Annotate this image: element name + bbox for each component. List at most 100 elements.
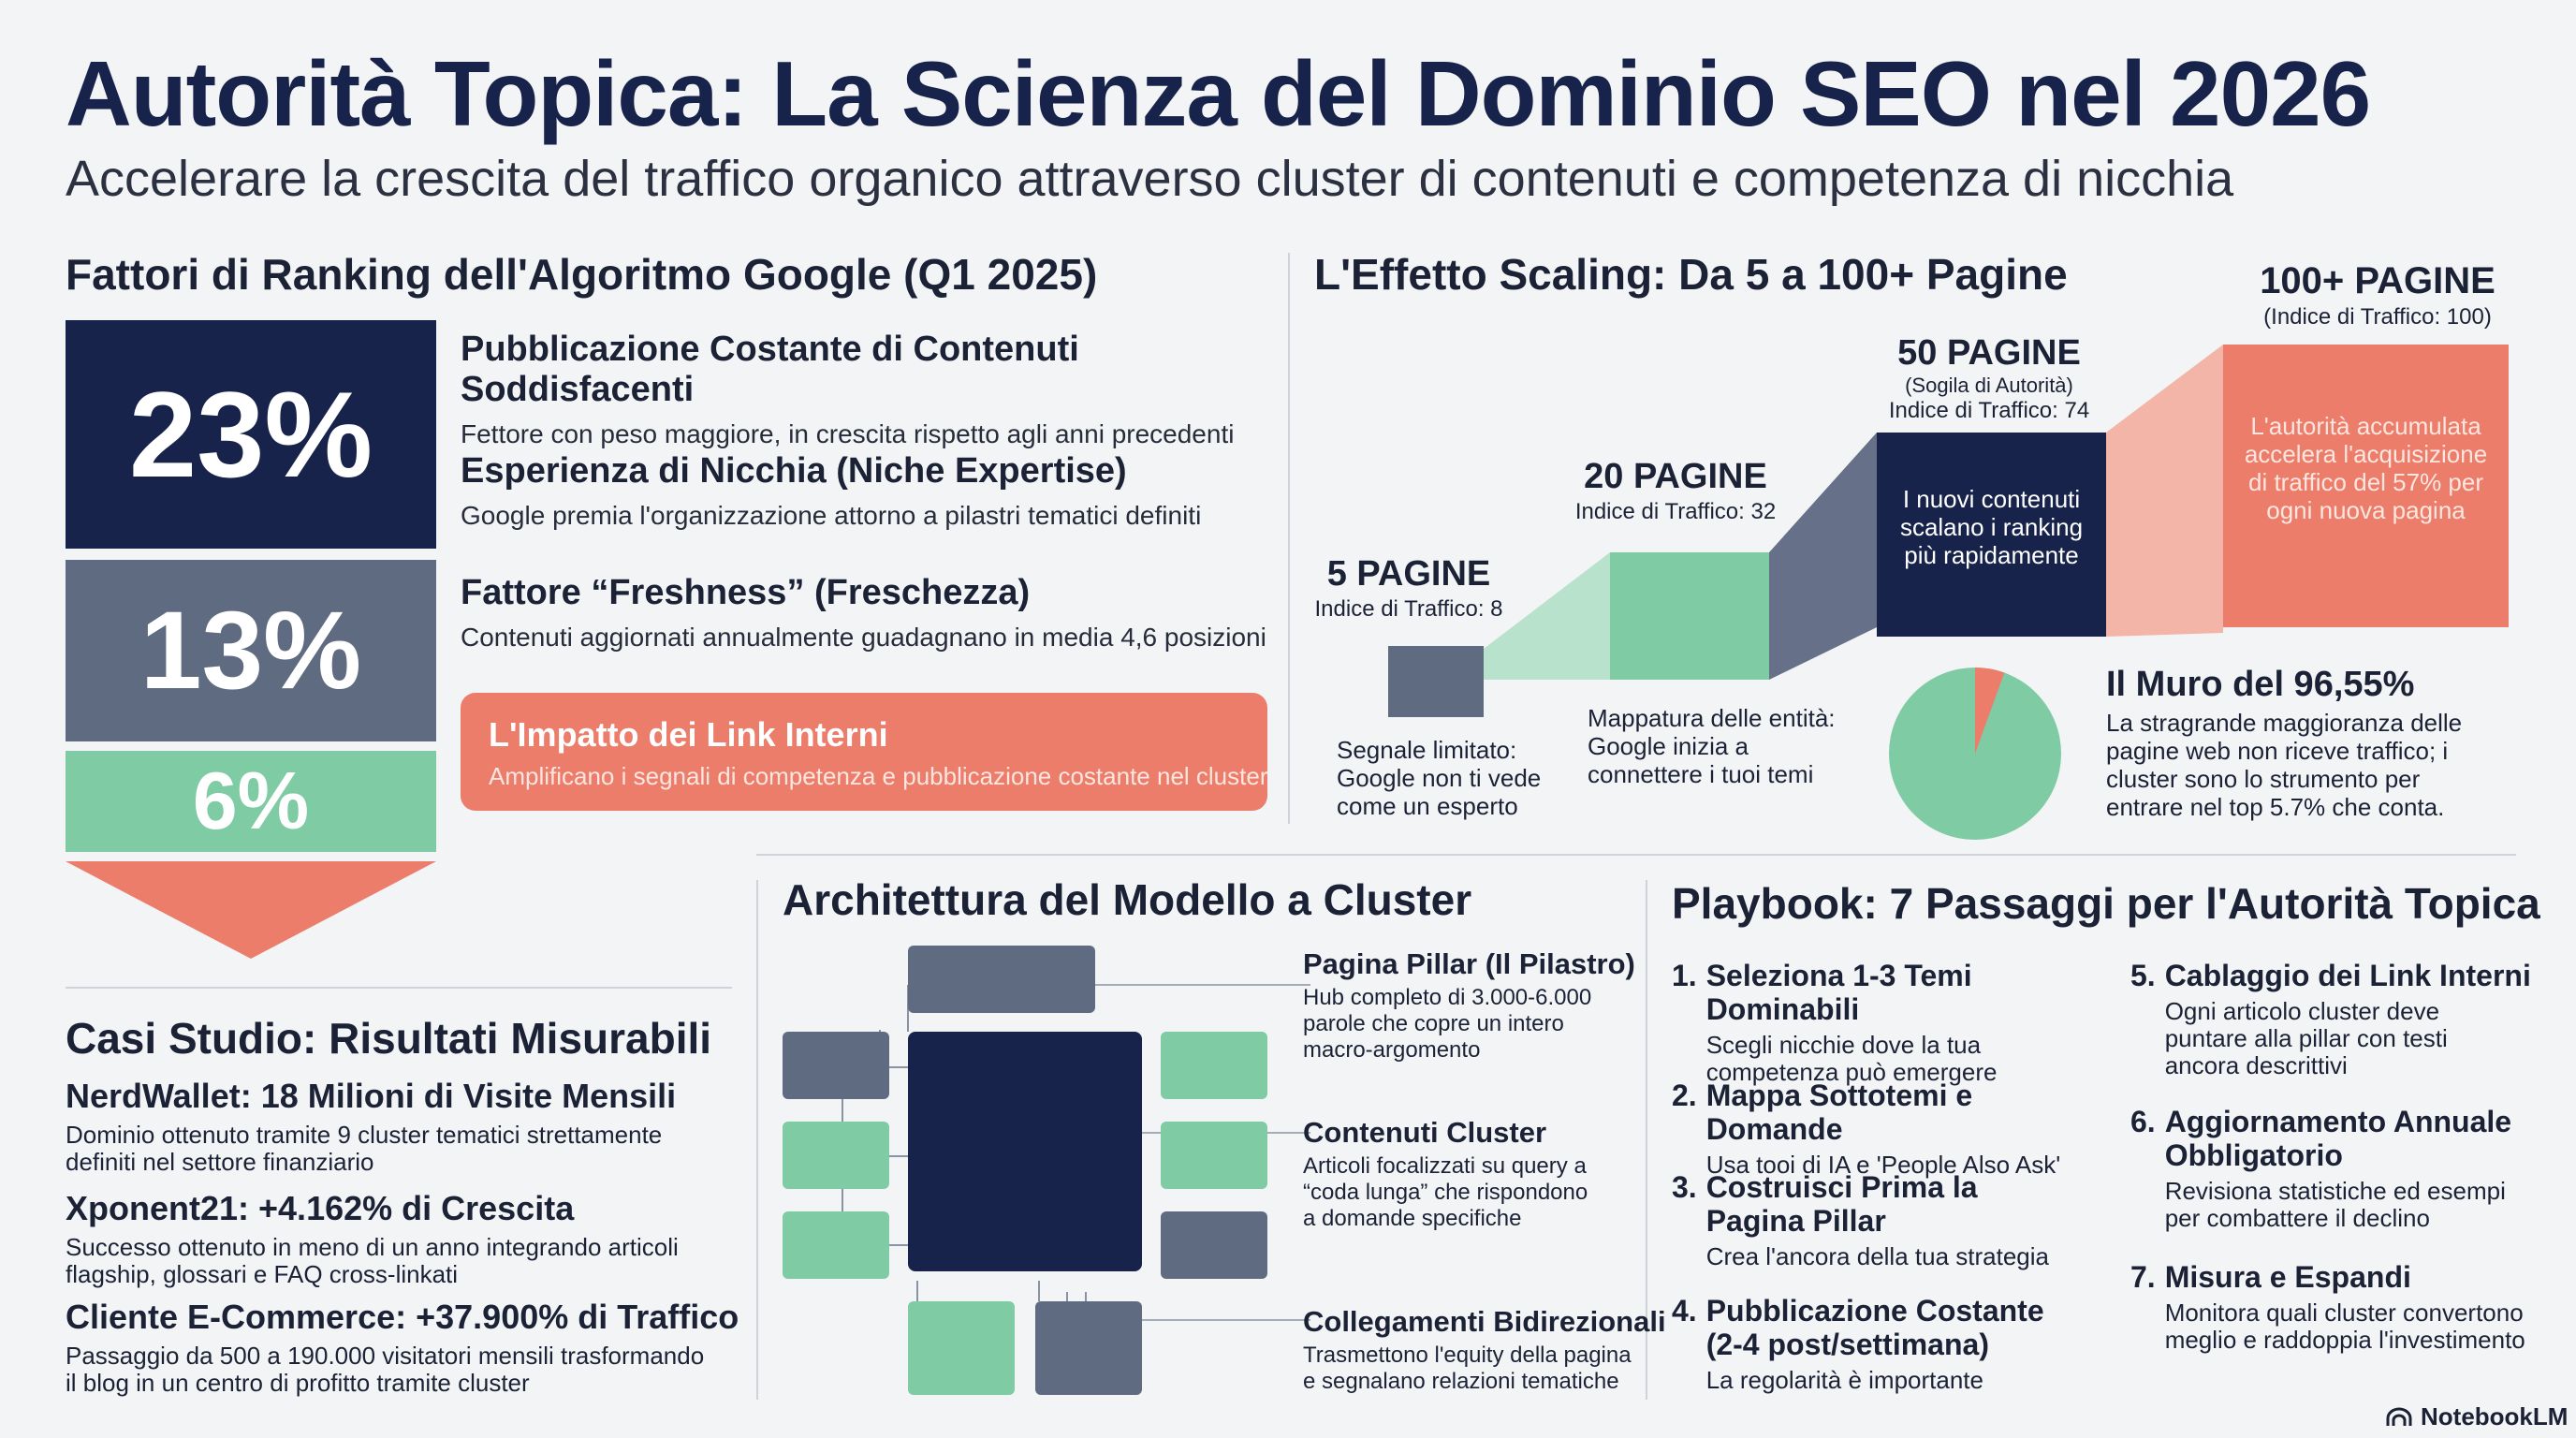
case-study-3: Cliente E-Commerce: +37.900% di Traffico…	[66, 1298, 739, 1397]
divider-vertical-playbook	[1646, 880, 1647, 1400]
playbook-step-number: 2.	[1672, 1078, 1697, 1112]
traffic-wall-text: Il Muro del 96,55% La stragrande maggior…	[2106, 665, 2537, 821]
scaling-connector-2	[1769, 433, 1877, 680]
playbook-step-desc: Monitora quali cluster convertono meglio…	[2164, 1299, 2525, 1354]
cluster-node-right-2	[1161, 1122, 1267, 1189]
ranking-bar-2-value: 13%	[139, 589, 362, 712]
playbook-step-number: 6.	[2130, 1105, 2156, 1138]
ranking-bar-1: 23%	[66, 320, 436, 549]
scaling-connector-3	[2106, 345, 2223, 637]
ranking-factor-1-title: Pubblicazione Costante di Contenuti Sodd…	[461, 330, 1079, 409]
scaling-stage-2-text: Mappatura delle entità: Google inizia a …	[1588, 704, 1836, 788]
scaling-stage-2-block	[1610, 552, 1769, 680]
case-study-1-title: NerdWallet: 18 Milioni di Visite Mensili	[66, 1077, 677, 1115]
playbook-step-desc: Usa tooi di IA e 'People Also Ask'	[1705, 1151, 2061, 1179]
playbook-heading: Playbook: 7 Passaggi per l'Autorità Topi…	[1672, 879, 2540, 928]
traffic-wall-pie-chart	[1889, 668, 2061, 840]
scaling-stage-2-pages: 20 PAGINE	[1584, 457, 1767, 496]
traffic-wall-desc: La stragrande maggioranza delle pagine w…	[2106, 709, 2463, 821]
scaling-stage-1-pages: 5 PAGINE	[1326, 554, 1491, 594]
case-study-1-desc: Dominio ottenuto tramite 9 cluster temat…	[66, 1121, 663, 1176]
playbook-step-title: Costruisci Prima la Pagina Pillar	[1705, 1170, 1978, 1238]
scaling-stage-4-note: (Indice di Traffico: 100)	[2263, 304, 2492, 330]
page-title: Autorità Topica: La Scienza del Dominio …	[66, 42, 2371, 145]
traffic-wall-title: Il Muro del 96,55%	[2106, 665, 2415, 704]
playbook-step-number: 5.	[2130, 959, 2156, 992]
cluster-node-left-2	[783, 1122, 889, 1189]
playbook-step-title: Aggiornamento Annuale Obbligatorio	[2164, 1105, 2512, 1172]
scaling-staircase-chart	[1388, 345, 2509, 717]
divider-vertical-cluster	[756, 880, 758, 1400]
scaling-stage-3-label: 50 PAGINE (Sogila di Autorità) Indice di…	[1872, 333, 2106, 424]
cluster-node-bottom-1	[908, 1301, 1015, 1395]
ranking-factor-3: Fattore “Freshness” (Freschezza) Contenu…	[461, 573, 1284, 653]
cluster-diagram	[783, 946, 1310, 1395]
divider-horizontal-middle	[756, 854, 2516, 856]
ranking-factor-3-desc: Contenuti aggiornati annualmente guadagn…	[461, 623, 1266, 652]
playbook-step-title: Misura e Espandi	[2164, 1260, 2411, 1294]
scaling-stage-3-index: Indice di Traffico: 74	[1888, 398, 2090, 423]
playbook-step-title: Cablaggio dei Link Interni	[2164, 959, 2531, 992]
case-study-2: Xponent21: +4.162% di Crescita Successo …	[66, 1189, 739, 1288]
scaling-stage-3-text: I nuovi contenuti scalano i ranking più …	[1899, 485, 2084, 569]
pie-traffic-slice	[1975, 668, 2005, 754]
scaling-stage-4-label: 100+ PAGINE (Indice di Traffico: 100)	[2237, 260, 2518, 330]
cluster-node-left-3	[783, 1211, 889, 1279]
cluster-label-content: Contenuti Cluster Articoli focalizzati s…	[1303, 1116, 1640, 1232]
internal-links-callout-desc: Amplificano i segnali di competenza e pu…	[489, 762, 1268, 790]
case-study-3-title: Cliente E-Commerce: +37.900% di Traffico	[66, 1298, 739, 1336]
ranking-heading: Fattori di Ranking dell'Algoritmo Google…	[66, 250, 1098, 299]
ranking-factor-1-desc: Fettore con peso maggiore, in crescita r…	[461, 419, 1235, 448]
cluster-label-pillar-desc: Hub completo di 3.000-6.000 parole che c…	[1303, 985, 1592, 1063]
internal-links-callout-title: L'Impatto dei Link Interni	[489, 715, 888, 754]
pillar-page-node	[908, 1032, 1142, 1271]
ranking-bar-1-value: 23%	[128, 366, 373, 503]
footer-brand: NotebookLM	[2385, 1402, 2568, 1431]
playbook-step-4: 4.Pubblicazione Costante (2-4 post/setti…	[1672, 1294, 2112, 1394]
cluster-node-left-1	[783, 1032, 889, 1099]
cluster-label-pillar: Pagina Pillar (Il Pilastro) Hub completo…	[1303, 947, 1640, 1064]
scaling-stage-2-label: 20 PAGINE Indice di Traffico: 32	[1554, 457, 1797, 525]
notebooklm-logo-icon	[2386, 1407, 2412, 1426]
cases-heading: Casi Studio: Risultati Misurabili	[66, 1014, 712, 1063]
cluster-label-content-title: Contenuti Cluster	[1303, 1116, 1547, 1149]
cluster-label-links-desc: Trasmettono l'equity della pagina e segn…	[1303, 1343, 1632, 1394]
ranking-factor-1: Pubblicazione Costante di Contenuti Sodd…	[461, 330, 1284, 449]
scaling-stage-1-label: 5 PAGINE Indice di Traffico: 8	[1292, 554, 1526, 623]
cluster-node-right-1	[1161, 1032, 1267, 1099]
playbook-step-number: 4.	[1672, 1294, 1697, 1328]
case-study-1: NerdWallet: 18 Milioni di Visite Mensili…	[66, 1077, 739, 1176]
cluster-label-content-desc: Articoli focalizzati su query a “coda lu…	[1303, 1153, 1588, 1231]
playbook-step-number: 3.	[1672, 1170, 1697, 1204]
playbook-step-title: Seleziona 1-3 Temi Dominabili	[1705, 959, 1972, 1026]
cluster-label-links: Collegamenti Bidirezionali Trasmettono l…	[1303, 1305, 1666, 1395]
scaling-connector-1	[1484, 552, 1610, 680]
ranking-bar-3-value: 6%	[192, 756, 310, 846]
playbook-step-desc: Crea l'ancora della tua strategia	[1705, 1242, 2049, 1270]
playbook-step-title: Pubblicazione Costante (2-4 post/settima…	[1705, 1294, 2044, 1361]
ranking-bar-2: 13%	[66, 560, 436, 741]
page-subtitle: Accelerare la crescita del traffico orga…	[66, 151, 2234, 207]
playbook-step-number: 1.	[1672, 959, 1697, 992]
internal-links-callout: L'Impatto dei Link Interni Amplificano i…	[461, 693, 1267, 811]
divider-vertical-top	[1288, 253, 1290, 824]
cluster-label-pillar-title: Pagina Pillar (Il Pilastro)	[1303, 947, 1635, 980]
ranking-factor-2-title: Esperienza di Nicchia (Niche Expertise)	[461, 451, 1127, 491]
playbook-step-title: Mappa Sottotemi e Domande	[1705, 1078, 1973, 1146]
scaling-stage-4-text: L'autorità accumulata accelera l'acquisi…	[2244, 412, 2488, 524]
playbook-step-number: 7.	[2130, 1260, 2156, 1294]
scaling-stage-2-index: Indice di Traffico: 32	[1574, 499, 1777, 524]
playbook-step-desc: Ogni articolo cluster deve puntare alla …	[2164, 997, 2448, 1079]
playbook-step-desc: Revisiona statistiche ed esempi per comb…	[2164, 1177, 2506, 1232]
case-study-2-title: Xponent21: +4.162% di Crescita	[66, 1189, 575, 1227]
ranking-factor-3-title: Fattore “Freshness” (Freschezza)	[461, 573, 1031, 612]
divider-horizontal-left	[66, 987, 732, 989]
ranking-factor-2: Esperienza di Nicchia (Niche Expertise) …	[461, 451, 1284, 531]
case-study-3-desc: Passaggio da 500 a 190.000 visitatori me…	[66, 1342, 705, 1397]
